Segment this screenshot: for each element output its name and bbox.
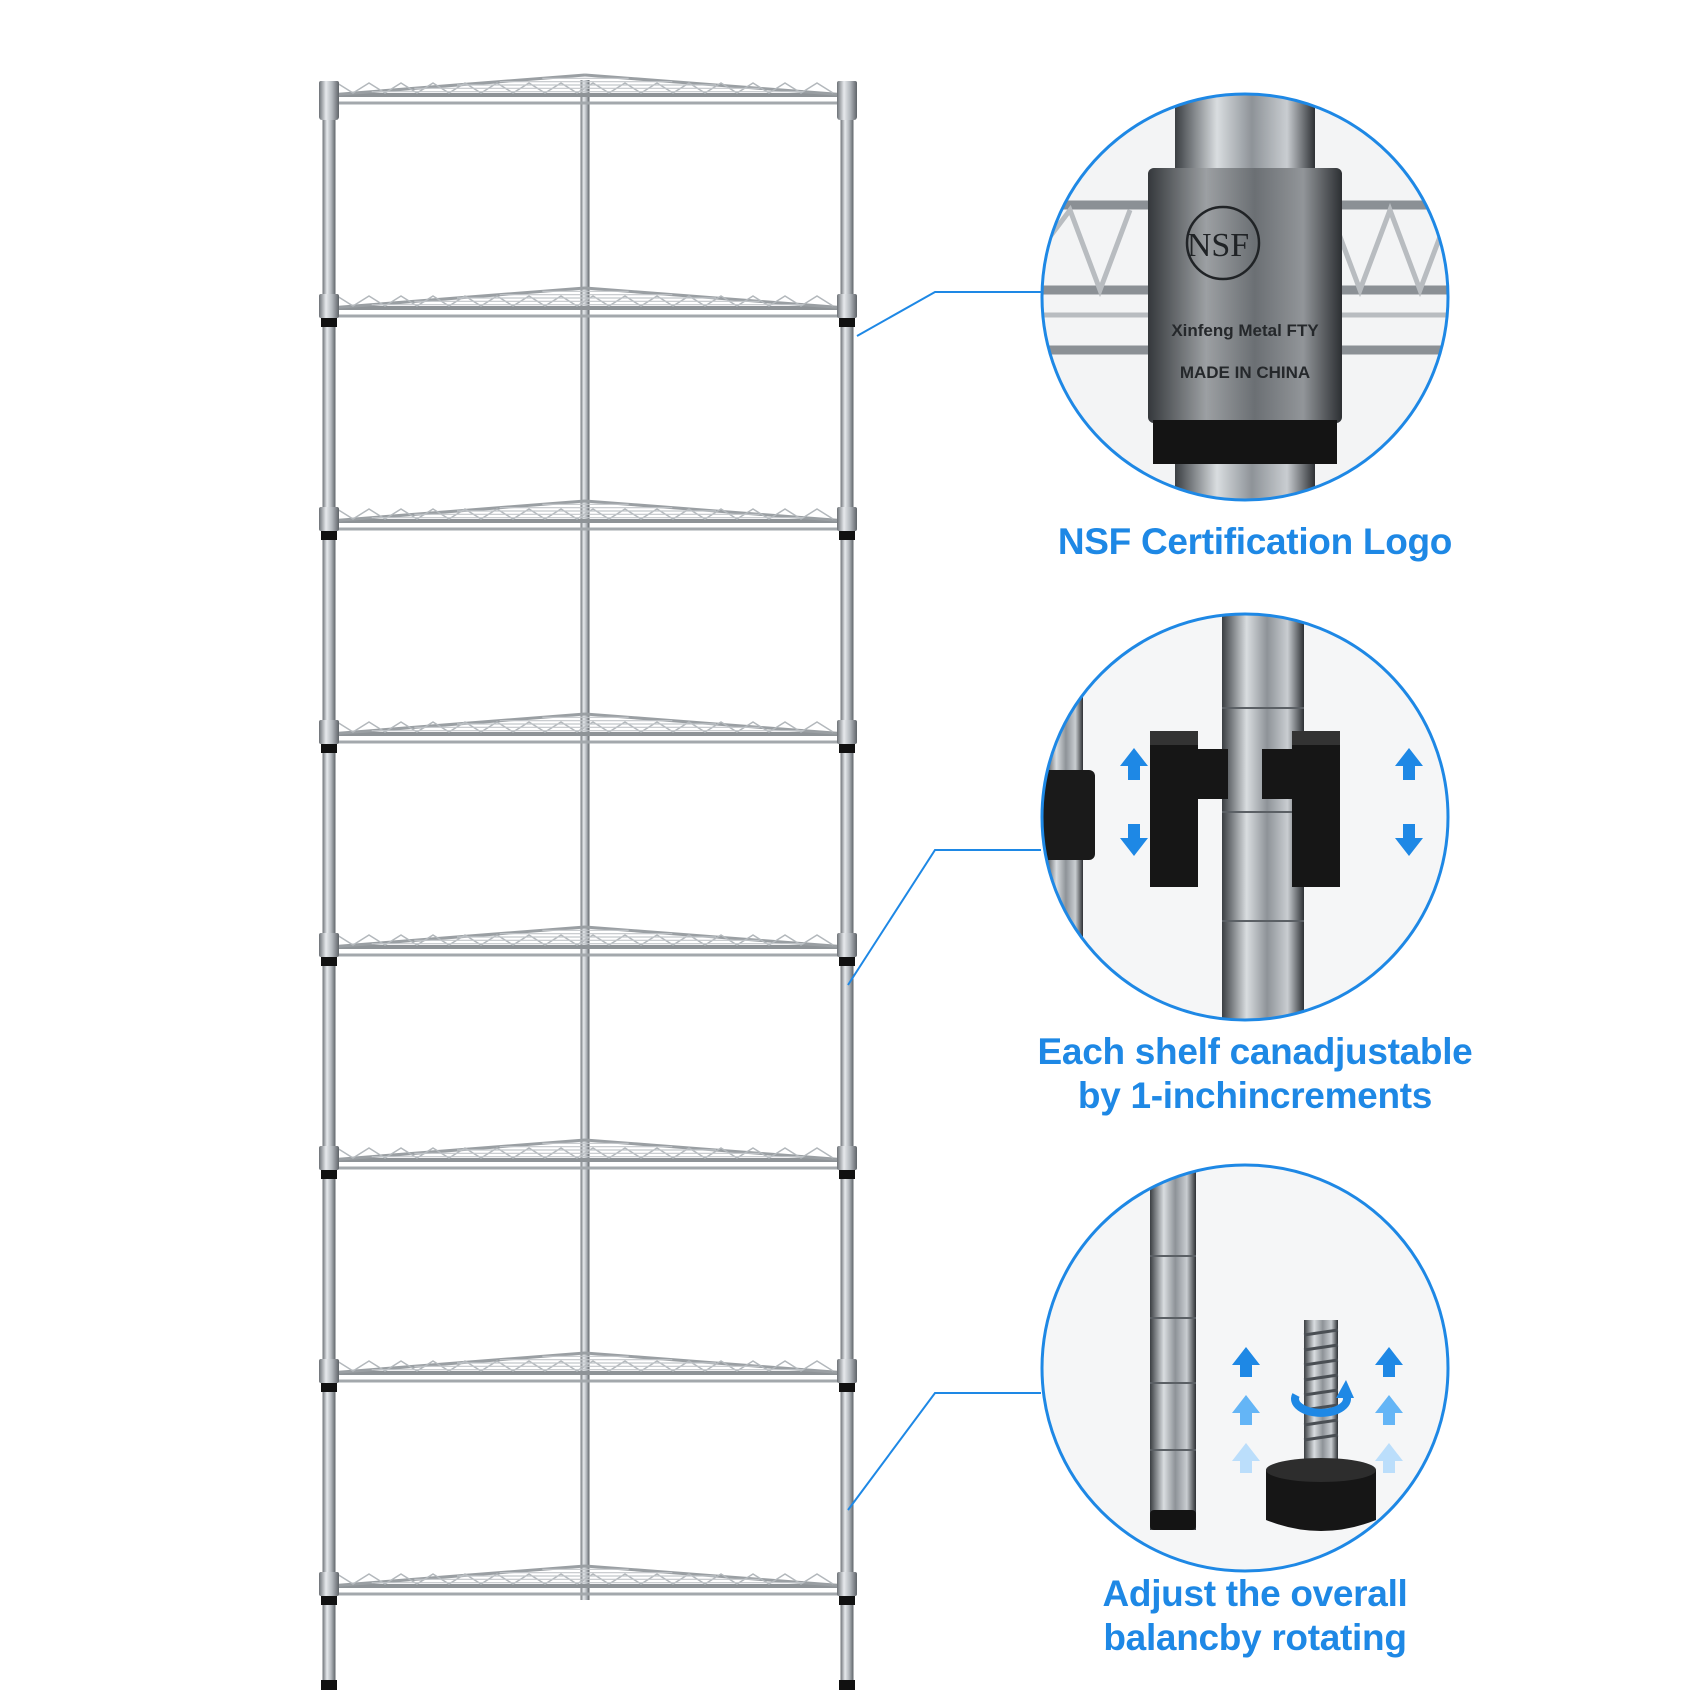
- leveling-foot-closeup-icon: [1040, 1163, 1450, 1573]
- pole-connector: [839, 1383, 855, 1392]
- pole-sleeve: [319, 294, 339, 318]
- pole-sleeve: [837, 294, 857, 318]
- pole-sleeve: [837, 933, 857, 957]
- pole-connector: [321, 744, 337, 753]
- shelf-tier: [328, 1564, 848, 1596]
- pole-sleeve: [319, 1359, 339, 1383]
- shelf-clip-closeup-icon: [1040, 612, 1450, 1022]
- pole-sleeve: [319, 933, 339, 957]
- nsf-certification-caption: NSF Certification Logo: [1030, 520, 1480, 564]
- shelf-tier: [328, 286, 848, 318]
- pole-connector: [321, 318, 337, 327]
- origin-engraving-text: MADE IN CHINA: [1180, 363, 1310, 382]
- shelf-tier: [328, 925, 848, 957]
- corner-wire-shelf-icon: [319, 73, 857, 1690]
- leveling-foot-caption: Adjust the overall balancby rotating: [1020, 1572, 1490, 1660]
- pole-connector: [839, 1170, 855, 1179]
- maker-engraving-text: Xinfeng Metal FTY: [1171, 321, 1319, 340]
- nsf-logo-text: NSF: [1187, 227, 1249, 264]
- caption-line: Adjust the overall: [1102, 1573, 1408, 1614]
- pole-connector: [321, 1383, 337, 1392]
- pole-foot: [321, 1680, 337, 1690]
- shelf-tier: [328, 499, 848, 531]
- pole-sleeve: [837, 1359, 857, 1383]
- caption-line: Each shelf canadjustable: [1037, 1031, 1473, 1072]
- caption-line: balancby rotating: [1103, 1617, 1407, 1658]
- callout-leader-lines: [847, 291, 1041, 1511]
- pole-sleeve: [837, 1146, 857, 1170]
- pole-connector: [839, 744, 855, 753]
- shelf-pole: [580, 80, 590, 1600]
- pole-sleeve: [319, 1146, 339, 1170]
- pole-connector: [839, 1596, 855, 1605]
- shelf-tier: [328, 712, 848, 744]
- pole-sleeve: [837, 507, 857, 531]
- pole-connector: [321, 1170, 337, 1179]
- adjustable-shelf-caption: Each shelf canadjustable by 1-inchincrem…: [1000, 1030, 1510, 1118]
- caption-line: by 1-inchincrements: [1077, 1075, 1433, 1116]
- shelf-tier: [328, 73, 848, 105]
- pole-foot: [839, 1680, 855, 1690]
- pole-connector: [321, 1596, 337, 1605]
- caption-line: NSF Certification Logo: [1057, 521, 1453, 562]
- pole-sleeve: [319, 507, 339, 531]
- shelf-pole: [840, 92, 854, 1688]
- shelf-pole: [322, 92, 336, 1688]
- pole-cap: [319, 86, 339, 120]
- pole-connector: [839, 318, 855, 327]
- nsf-connector-closeup-icon: [1040, 92, 1450, 502]
- pole-sleeve: [837, 720, 857, 744]
- pole-connector: [839, 531, 855, 540]
- shelf-tier: [328, 1138, 848, 1170]
- pole-sleeve: [319, 1572, 339, 1596]
- shelf-tier: [328, 1351, 848, 1383]
- pole-cap: [837, 86, 857, 120]
- pole-connector: [321, 531, 337, 540]
- pole-sleeve: [837, 1572, 857, 1596]
- pole-sleeve: [319, 720, 339, 744]
- pole-connector: [839, 957, 855, 966]
- pole-connector: [321, 957, 337, 966]
